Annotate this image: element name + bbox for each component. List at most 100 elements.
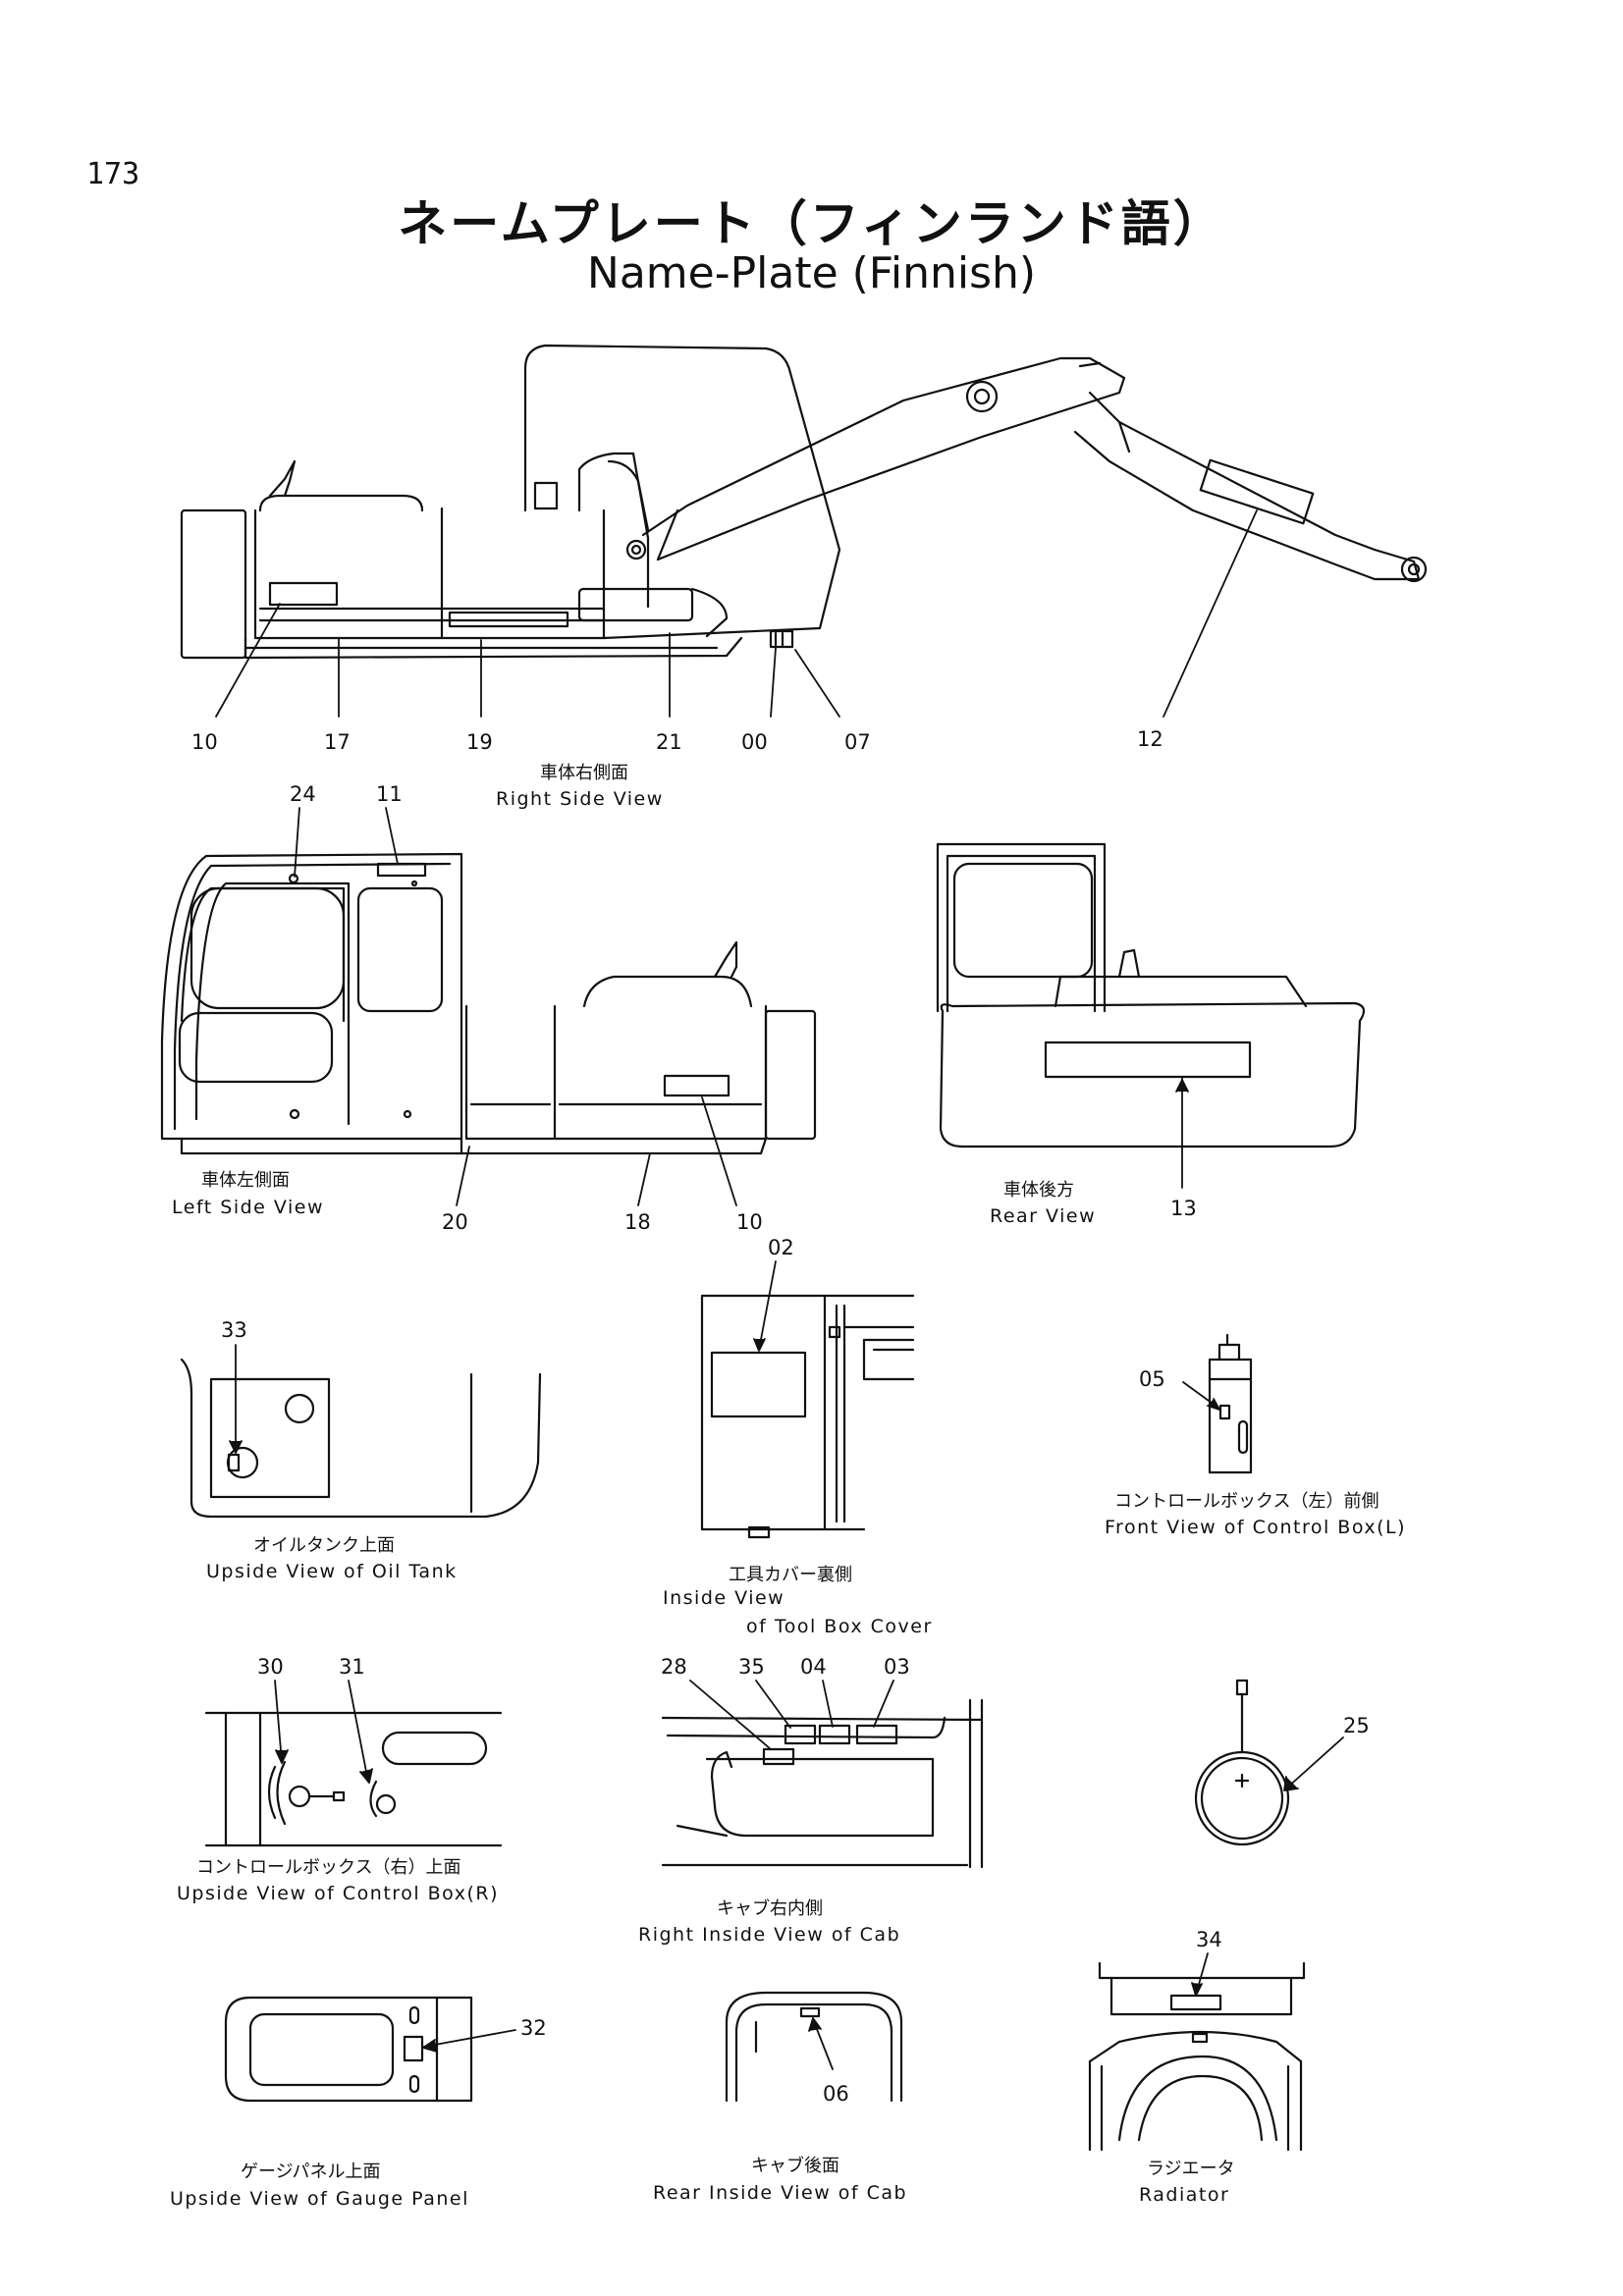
left-side-view-drawing [160,852,817,1155]
plate-10-right [268,581,339,607]
callout-34: 34 [1196,1928,1222,1951]
caption-control-box-r-en: Upside View of Control Box(R) [177,1883,499,1904]
caption-cab-rear-en: Rear Inside View of Cab [653,2182,907,2204]
tool-box-leaders [753,1260,777,1352]
page-number: 173 [86,157,140,191]
control-box-l-callouts: 05 コントロールボックス（左）前側 Front View of Control… [1105,1367,1406,1538]
caption-radiator-jp: ラジエータ [1147,2159,1235,2179]
callout-35: 35 [738,1655,765,1679]
callout-17: 17 [324,730,351,754]
caption-left-side-en: Left Side View [172,1197,324,1218]
gauge-panel-leaders [422,2029,516,2053]
callout-06: 06 [823,2082,849,2106]
caption-gauge-panel-en: Upside View of Gauge Panel [170,2188,469,2210]
control-box-r-callouts: 30 31 コントロールボックス（右）上面 Upside View of Con… [177,1655,499,1904]
control-box-l-drawing [1208,1333,1253,1474]
plate-11 [376,862,427,878]
caption-cab-right-inside-jp: キャブ右内側 [717,1897,823,1919]
cab-right-inside-drawing [661,1698,984,1869]
radiator-drawing [1088,1961,1306,2152]
rear-view-drawing [936,842,1366,1148]
callout-10-left: 10 [736,1210,763,1234]
caption-oil-tank-jp: オイルタンク上面 [253,1535,395,1556]
callout-07: 07 [844,730,871,754]
caption-control-box-r-jp: コントロールボックス（右）上面 [196,1857,460,1878]
caption-tool-box-en2: of Tool Box Cover [746,1616,933,1637]
callout-11: 11 [376,782,403,806]
callout-30: 30 [257,1655,284,1679]
callout-24: 24 [290,782,316,806]
caption-left-side-jp: 車体左側面 [201,1170,290,1191]
rear-view-leaders [1175,1077,1189,1189]
callout-04: 04 [800,1655,827,1679]
caption-tool-box-jp: 工具カバー裏側 [729,1565,852,1585]
control-box-r-drawing [204,1711,503,1847]
left-side-callouts: 24 11 20 18 10 車体左側面 Left Side View [172,782,763,1234]
caption-gauge-panel-jp: ゲージパネル上面 [241,2162,381,2182]
caption-right-side-en: Right Side View [496,788,664,810]
caption-rear-en: Rear View [990,1205,1096,1227]
oil-tank-drawing [180,1358,542,1519]
title-japanese: ネームプレート（フィンランド語） [398,195,1225,252]
callout-33: 33 [221,1318,247,1342]
marker-24 [288,873,299,884]
control-box-l-leaders [1182,1381,1220,1411]
plate-13 [1044,1041,1252,1079]
gauge-panel-callouts: 32 ゲージパネル上面 Upside View of Gauge Panel [170,2016,547,2210]
callout-12: 12 [1137,727,1163,751]
callout-05: 05 [1139,1367,1165,1391]
plate-10-left [663,1074,730,1097]
right-side-callouts: 10 17 19 21 00 07 12 車体右側面 Right Side Vi… [191,727,1163,810]
plate-03 [855,1724,898,1745]
caption-right-side-jp: 車体右側面 [540,763,628,783]
callout-31: 31 [339,1655,365,1679]
plate-12 [1199,458,1315,525]
right-side-view-drawing [180,344,1428,660]
gauge-panel-drawing [224,1996,473,2103]
cab-rear-callouts: 06 キャブ後面 Rear Inside View of Cab [653,2082,907,2204]
callout-25: 25 [1343,1714,1370,1737]
cab-rear-drawing [725,1991,903,2103]
callout-21: 21 [656,730,682,754]
callout-18: 18 [624,1210,651,1234]
oil-tank-leaders [229,1344,243,1454]
caption-tool-box-en1: Inside View [663,1587,784,1609]
callout-28: 28 [661,1655,687,1679]
radiator-callouts: 34 ラジエータ Radiator [1139,1928,1235,2206]
plate-05 [1218,1404,1231,1420]
part-25-leaders [1283,1736,1344,1791]
plate-35 [784,1724,817,1745]
caption-control-box-l-jp: コントロールボックス（左）前側 [1114,1491,1379,1512]
caption-oil-tank-en: Upside View of Oil Tank [206,1561,458,1582]
oil-tank-callouts: 33 オイルタンク上面 Upside View of Oil Tank [206,1318,458,1582]
plate-02 [710,1351,807,1418]
radiator-leaders [1191,1952,1209,1997]
title-english: Name-Plate (Finnish) [586,248,1037,298]
left-side-leaders [294,807,737,1206]
callout-00: 00 [741,730,768,754]
tool-box-drawing [700,1294,915,1539]
callout-20: 20 [442,1210,468,1234]
callout-10-right: 10 [191,730,218,754]
caption-radiator-en: Radiator [1139,2184,1229,2206]
plate-28 [762,1747,795,1766]
caption-cab-rear-jp: キャブ後面 [751,2155,839,2176]
caption-rear-jp: 車体後方 [1003,1180,1074,1201]
tool-box-callouts: 02 工具カバー裏側 Inside View of Tool Box Cover [663,1236,933,1637]
plate-06 [799,2006,821,2018]
caption-control-box-l-en: Front View of Control Box(L) [1105,1517,1406,1538]
caption-cab-right-inside-en: Right Inside View of Cab [638,1924,900,1946]
plate-34 [1169,1994,1222,2011]
plate-04 [818,1724,851,1745]
part-25-drawing [1194,1679,1290,1846]
right-side-leaders [215,509,1258,718]
callout-02: 02 [768,1236,794,1259]
plate-33 [227,1453,241,1472]
plate-32 [403,2035,424,2062]
rear-view-callouts: 13 車体後方 Rear View [990,1180,1197,1227]
cab-right-inside-leaders [689,1680,894,1750]
callout-03: 03 [884,1655,910,1679]
callout-32: 32 [520,2016,547,2040]
callout-19: 19 [466,730,493,754]
